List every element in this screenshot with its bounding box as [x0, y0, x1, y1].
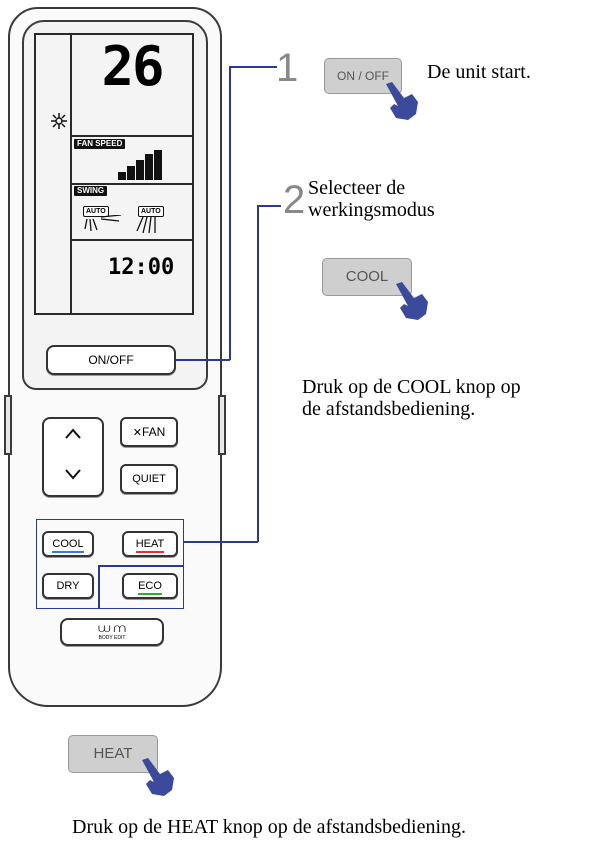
- step-1-text: De unit start.: [427, 61, 531, 83]
- step-2-number: 2: [283, 178, 306, 222]
- dry-button[interactable]: DRY: [42, 573, 94, 599]
- quiet-button[interactable]: QUIET: [120, 464, 178, 494]
- lcd-display: [34, 33, 194, 315]
- connector-1: [229, 66, 277, 68]
- connector-2: [184, 541, 258, 543]
- connector-1: [229, 66, 231, 360]
- step-2-text-line2: de afstandsbediening.: [302, 398, 476, 420]
- step-1-number: 1: [276, 46, 299, 90]
- body-edit-label: BODY EDIT: [98, 635, 126, 641]
- pointing-hand-icon: [382, 80, 422, 120]
- pointing-hand-icon: [392, 280, 432, 320]
- temp-up-down-button[interactable]: [42, 417, 104, 497]
- lcd-divider: [70, 135, 194, 137]
- step-2-title-line2: werkingsmodus: [308, 199, 435, 221]
- lcd-divider-vertical: [70, 33, 72, 315]
- swing-airflow-icon: [83, 214, 183, 242]
- connector-1: [176, 359, 230, 361]
- fan-speed-label: FAN SPEED: [74, 139, 126, 149]
- cool-label: COOL: [52, 538, 84, 553]
- heat-button[interactable]: HEAT: [122, 531, 178, 557]
- swing-auto-vertical: AUTO: [138, 206, 164, 217]
- heat-label: HEAT: [135, 538, 165, 553]
- fan-speed-bars-icon: [118, 150, 162, 185]
- mode-buttons-highlight: [36, 519, 184, 609]
- body-edit-button[interactable]: ⩊ ⩋ BODY EDIT: [60, 618, 164, 646]
- lcd-temperature: 26: [101, 35, 164, 98]
- heat-instruction-text: Druk op de HEAT knop op de afstandsbedie…: [72, 816, 467, 838]
- lcd-divider: [70, 239, 194, 241]
- lcd-time: 12:00: [108, 255, 175, 280]
- cool-button[interactable]: COOL: [42, 531, 94, 557]
- chevron-up-icon: [44, 427, 102, 444]
- mode-box-divider: [98, 565, 100, 609]
- fan-label: FAN: [141, 425, 166, 439]
- wind-icon: ⩊ ⩋: [98, 621, 126, 635]
- swing-label: SWING: [74, 186, 108, 196]
- eco-label: ECO: [138, 580, 162, 595]
- eco-button[interactable]: ECO: [122, 573, 178, 599]
- snowflake-icon: [50, 112, 68, 135]
- demo-cool-button: COOL: [322, 258, 412, 296]
- demo-heat-button: HEAT: [68, 735, 158, 773]
- step-2-title-line1: Selecteer de: [308, 177, 406, 199]
- swing-auto-horizontal: AUTO: [83, 206, 109, 217]
- fan-icon: ✕: [132, 427, 142, 439]
- lcd-divider: [70, 183, 194, 185]
- connector-2: [257, 205, 281, 207]
- remote-side-tab-right: [218, 395, 226, 455]
- remote-side-tab-left: [4, 395, 12, 455]
- remote-on-off-button[interactable]: ON/OFF: [46, 345, 176, 375]
- chevron-down-icon: [44, 467, 102, 484]
- mode-box-divider: [98, 565, 184, 567]
- fan-button[interactable]: ✕FAN: [120, 417, 178, 447]
- step-2-text-line1: Druk op de COOL knop op: [302, 376, 521, 398]
- connector-2: [257, 205, 259, 542]
- pointing-hand-icon: [138, 756, 178, 796]
